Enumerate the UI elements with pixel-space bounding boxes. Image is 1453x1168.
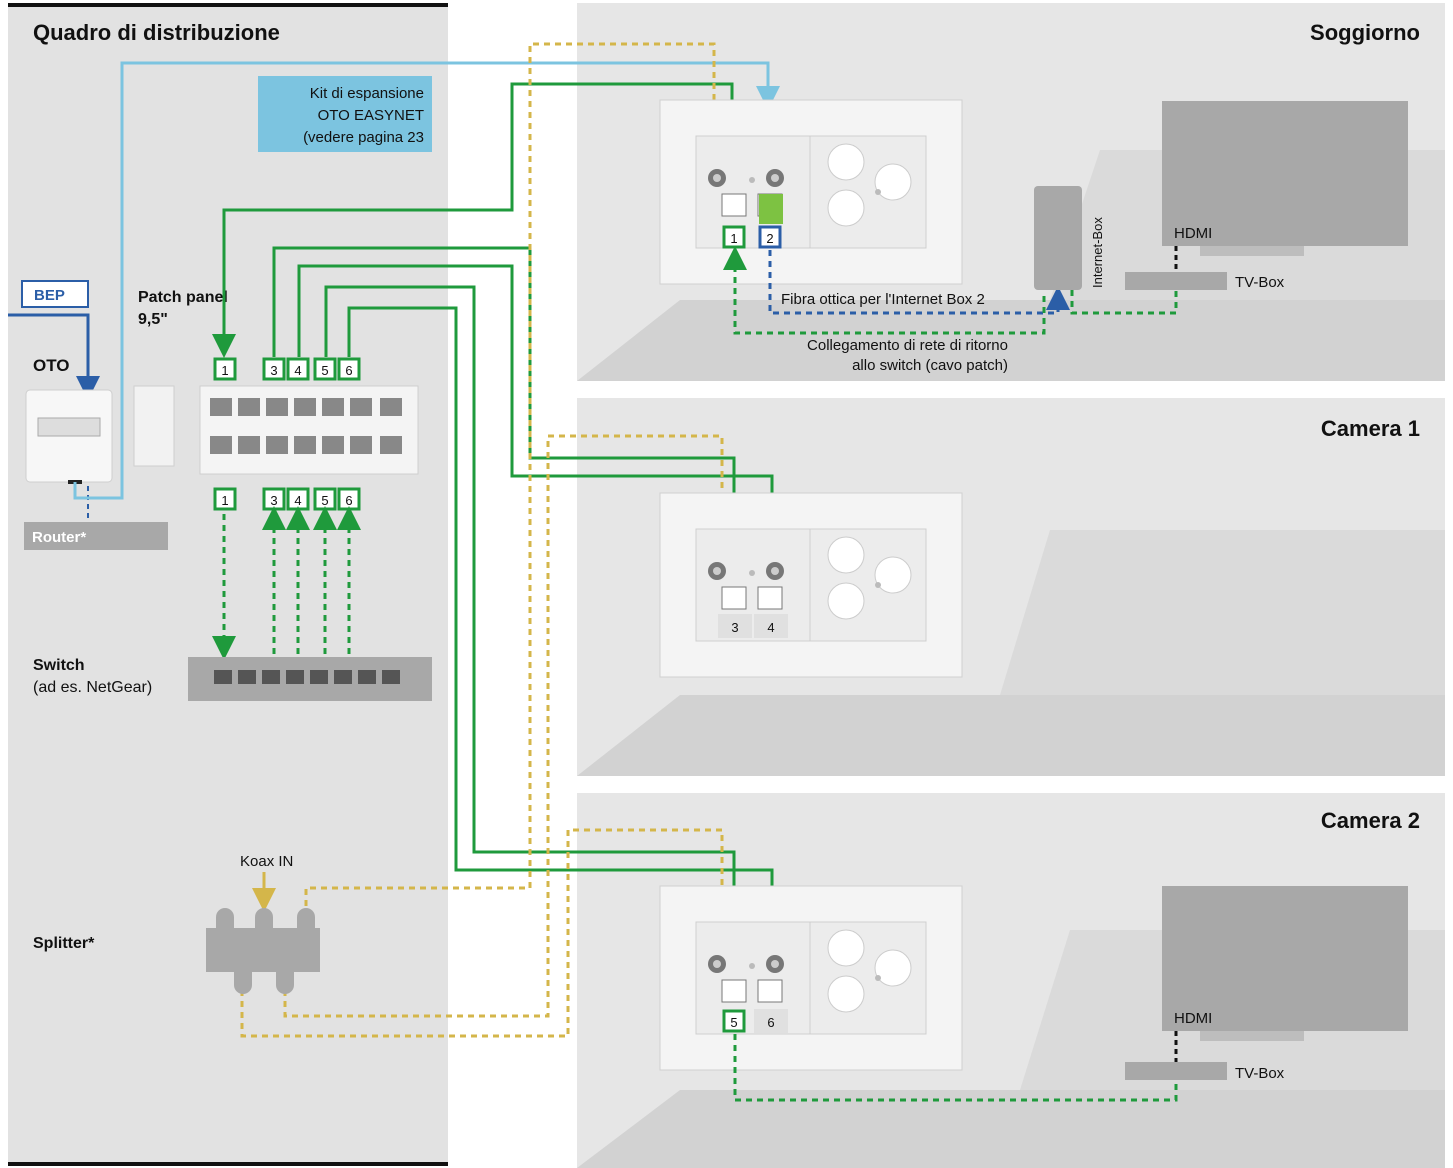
camera2-port-6: 6 [767,1015,774,1030]
tv-camera2 [1162,886,1408,1031]
kit-line1: Kit di espansione [310,85,424,102]
tvbox-camera2 [1125,1062,1227,1080]
switch-label-1: Switch [33,657,85,674]
port-top-4: 4 [294,363,301,378]
socket-soggiorno [659,99,963,285]
soggiorno-port-2: 2 [766,231,773,246]
router-label: Router* [32,529,86,546]
port-bottom-1: 1 [221,493,228,508]
port-top-5: 5 [321,363,328,378]
socket-camera1 [659,492,963,678]
camera1-port-4: 4 [767,620,774,635]
kit-line2: OTO EASYNET [318,107,424,124]
fiber-note: Fibra ottica per l'Internet Box 2 [781,291,985,308]
port-bottom-3: 3 [270,493,277,508]
soggiorno-title: Soggiorno [1310,20,1420,45]
tvbox-soggiorno [1125,272,1227,290]
tvbox-soggiorno-label: TV-Box [1235,274,1285,291]
return-line1: Collegamento di rete di ritorno [807,337,1008,354]
internet-box-device [1034,186,1082,290]
port-top-3: 3 [270,363,277,378]
bep-label: BEP [34,287,65,304]
patch-panel-device [133,385,419,475]
camera1-port-3: 3 [731,620,738,635]
return-line2: allo switch (cavo patch) [852,357,1008,374]
port-bottom-6: 6 [345,493,352,508]
kit-line3: (vedere pagina 23 [303,129,424,146]
patch-label-2: 9,5" [138,311,168,328]
internet-box-label: Internet-Box [1090,217,1105,288]
switch-label-2: (ad es. NetGear) [33,679,152,696]
socket-camera2 [659,885,963,1071]
splitter-device [206,908,320,994]
tv-soggiorno [1162,101,1408,246]
patch-ports-top: 1 3 4 5 6 [213,357,361,381]
port-bottom-4: 4 [294,493,301,508]
splitter-label: Splitter* [33,935,95,952]
camera1-title: Camera 1 [1321,416,1420,441]
camera2-port-5: 5 [730,1015,737,1030]
port-bottom-5: 5 [321,493,328,508]
soggiorno-port-1: 1 [730,231,737,246]
port-top-6: 6 [345,363,352,378]
port-top-1: 1 [221,363,228,378]
patch-ports-bottom: 1 3 4 5 6 [213,487,361,511]
oto-label: OTO [33,356,70,375]
hdmi-soggiorno: HDMI [1174,225,1212,242]
router-device [24,522,168,550]
tvbox-camera2-label: TV-Box [1235,1065,1285,1082]
camera2-title: Camera 2 [1321,808,1420,833]
hdmi-camera2: HDMI [1174,1010,1212,1027]
bep-box [21,280,89,308]
distribution-title: Quadro di distribuzione [33,20,280,45]
distribution-panel [8,3,448,1166]
coax-in-label: Koax IN [240,853,293,870]
kit-box [258,76,432,152]
patch-label-1: Patch panel [138,289,228,306]
